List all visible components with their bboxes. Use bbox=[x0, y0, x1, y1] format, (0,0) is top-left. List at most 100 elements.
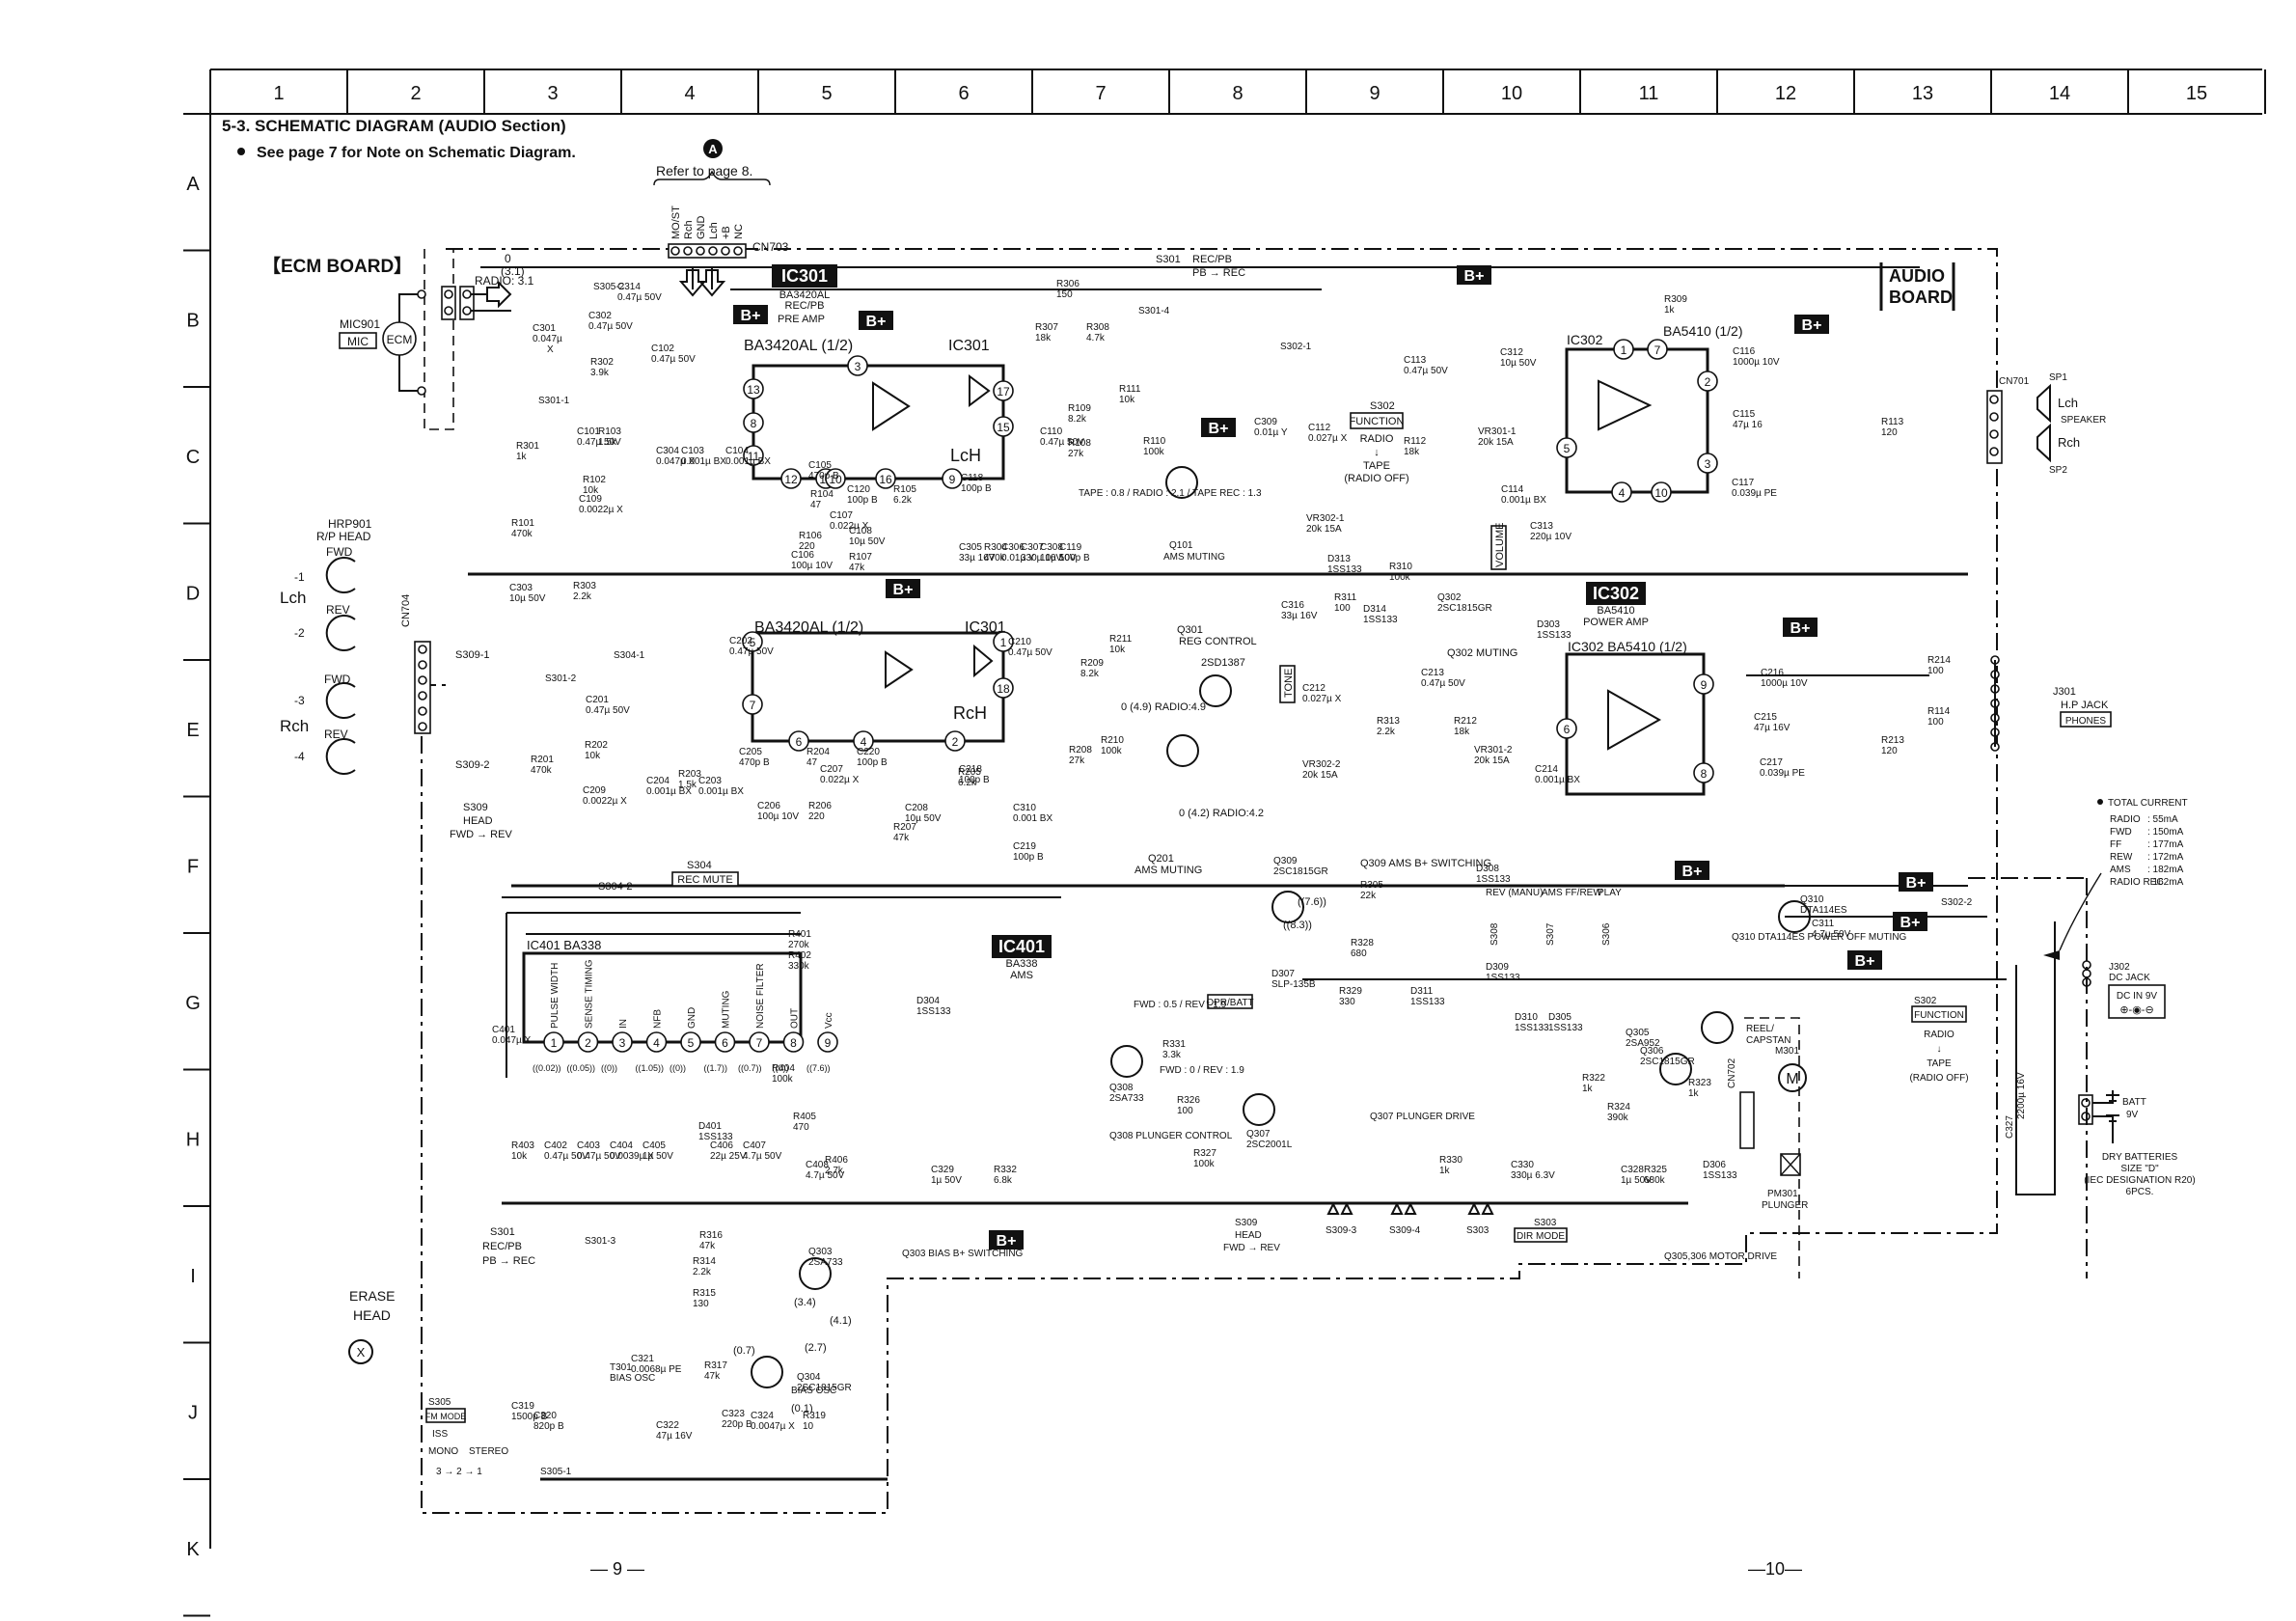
component-ref: C202 bbox=[729, 636, 752, 646]
component-value: 220 bbox=[799, 541, 815, 552]
svg-text:RADIO: RADIO bbox=[1360, 433, 1394, 445]
component-value: 6.8k bbox=[994, 1175, 1013, 1186]
component-value: 20k 15A bbox=[1306, 524, 1342, 535]
grid-row-label: D bbox=[186, 583, 200, 604]
component-value: 1000µ 10V bbox=[1761, 678, 1808, 689]
component-ref: R114 bbox=[1927, 706, 1951, 717]
component-value: 22k bbox=[1360, 891, 1377, 901]
current-value: : 177mA bbox=[2147, 839, 2184, 850]
ref-marker-icon bbox=[703, 139, 723, 158]
connector-pin bbox=[418, 675, 427, 685]
connector-pin bbox=[670, 246, 680, 256]
component-value: 0.47µ 50V bbox=[617, 292, 662, 303]
current-value: : 55mA bbox=[2147, 814, 2178, 825]
audio-board-outline bbox=[421, 248, 1998, 1514]
component-value: 0.47µ 50V bbox=[577, 1151, 621, 1162]
ic301-pin-number: 13 bbox=[747, 383, 760, 397]
component-label: S301-3 bbox=[585, 1236, 616, 1247]
component-value: 100k bbox=[772, 1074, 794, 1085]
svg-text:Rch: Rch bbox=[280, 717, 309, 735]
component-value: 1µ 50V bbox=[931, 1175, 962, 1186]
svg-text:J301: J301 bbox=[2053, 686, 2076, 698]
ic302-pin bbox=[1693, 673, 1714, 695]
component-ref: C308 bbox=[1040, 542, 1063, 553]
component-value: 0.47µ 50V bbox=[729, 646, 774, 657]
component-value: 2SA952 bbox=[1626, 1038, 1660, 1049]
grid-row-label: B bbox=[186, 310, 199, 331]
component-value: 6.2k bbox=[893, 495, 913, 506]
component-ref: C115 bbox=[1733, 409, 1756, 420]
component-ref: C406 bbox=[710, 1140, 733, 1151]
grid-column-label: 12 bbox=[1775, 83, 1796, 104]
ic401-pin-voltage: ((0.02)) bbox=[533, 1063, 561, 1073]
component-value: 1SS133 bbox=[1410, 997, 1445, 1007]
grid-column-label: 1 bbox=[273, 83, 284, 104]
ref-text[interactable]: Refer to page 8. bbox=[656, 163, 752, 179]
svg-text:3 → 2 → 1: 3 → 2 → 1 bbox=[436, 1467, 482, 1477]
connector-pin-label: NC bbox=[733, 224, 745, 239]
component-ref: R110 bbox=[1143, 436, 1166, 447]
component-value: 1SS133 bbox=[698, 1132, 733, 1142]
connector-pin bbox=[721, 246, 730, 256]
component-value: 130 bbox=[693, 1299, 709, 1309]
component-value: 220p B bbox=[722, 1419, 752, 1430]
svg-text:FWD → REV: FWD → REV bbox=[1223, 1243, 1280, 1253]
component-ref: R322 bbox=[1582, 1073, 1605, 1084]
ic301-pin bbox=[742, 631, 763, 652]
component-ref: R319 bbox=[803, 1411, 826, 1421]
connector-pin bbox=[733, 246, 743, 256]
ic401-pin-name: SENSE TIMING bbox=[585, 959, 595, 1029]
svg-text:Lch: Lch bbox=[2058, 396, 2078, 410]
svg-text:FWD: FWD bbox=[326, 545, 353, 559]
component-value: 0.039µ PE bbox=[1760, 768, 1805, 779]
component-value: 120 bbox=[1881, 746, 1898, 756]
component-label: S301-2 bbox=[545, 673, 577, 684]
svg-text:X: X bbox=[357, 1345, 366, 1360]
component-ref: R214 bbox=[1927, 655, 1951, 666]
svg-text:PB → REC: PB → REC bbox=[1192, 267, 1245, 279]
ic401-pin bbox=[749, 1031, 770, 1053]
component-ref: T301 bbox=[610, 1362, 632, 1373]
ic301-pin bbox=[944, 730, 966, 752]
svg-text:FUNCTION: FUNCTION bbox=[1350, 416, 1405, 427]
cn704-connector bbox=[414, 641, 431, 734]
svg-text:B+: B+ bbox=[1802, 317, 1822, 334]
component-value: 10k bbox=[585, 751, 601, 761]
svg-text:TAPE : 0.8 / RADIO : 2.1 / TAP: TAPE : 0.8 / RADIO : 2.1 / TAPE REC : 1.… bbox=[1079, 488, 1262, 499]
svg-text:POWER AMP: POWER AMP bbox=[1583, 617, 1649, 628]
ic301-pin bbox=[847, 355, 868, 376]
component-value: 0.001µ BX bbox=[1535, 775, 1580, 785]
ic401-pin-number: 7 bbox=[756, 1036, 763, 1050]
q101-transistor: TAPE : 0.8 / RADIO : 2.1 / TAPE REC : 1.… bbox=[1079, 466, 1262, 563]
component-ref: R302 bbox=[590, 357, 614, 368]
component-ref: C218 bbox=[959, 764, 982, 775]
component-value: 0.0022µ X bbox=[583, 796, 627, 807]
component-value: 1k bbox=[1688, 1088, 1700, 1099]
switch-ref: S308 bbox=[1490, 922, 1500, 946]
component-ref: R315 bbox=[693, 1288, 716, 1299]
component-ref: R309 bbox=[1664, 294, 1687, 305]
ref-brace bbox=[653, 170, 771, 186]
component-ref: Q308 bbox=[1109, 1083, 1134, 1093]
